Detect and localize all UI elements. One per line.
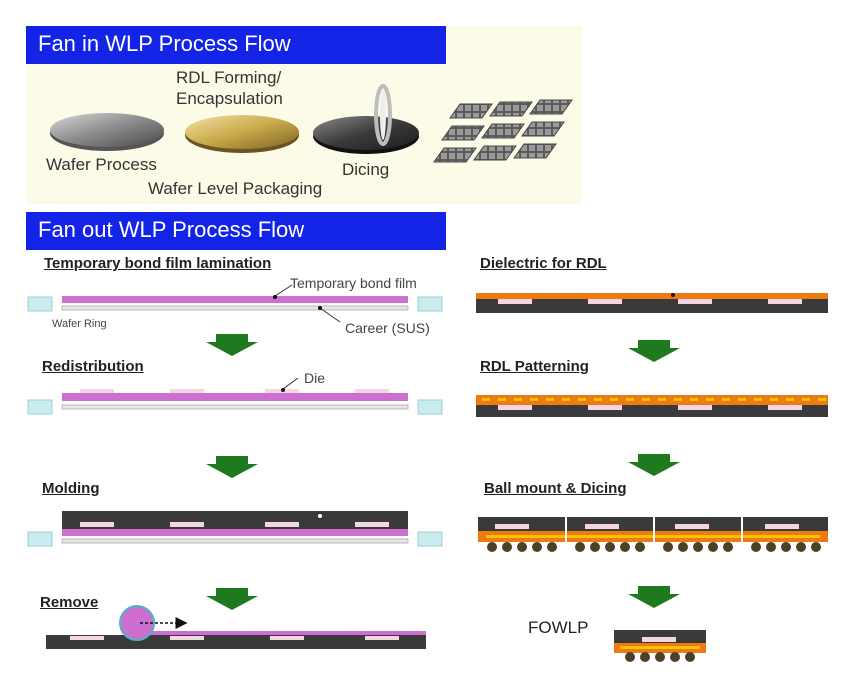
encapsulation-label: Encapsulation	[176, 89, 283, 108]
arrow-stem-r2	[638, 454, 670, 462]
temporary-bond-film-label: Temporary bond film	[290, 275, 417, 291]
arrow-down-r3	[628, 594, 680, 608]
rdl-patterning-diagram	[476, 395, 828, 417]
arrow-stem-3	[216, 588, 248, 596]
remove-diagram	[46, 605, 426, 649]
wafer-ring-right	[417, 296, 443, 312]
step-temporary-bond: Temporary bond film lamination	[44, 255, 272, 272]
step-redistribution: Redistribution	[42, 358, 144, 375]
arrow-stem-r1	[638, 340, 670, 348]
career-label: Career (SUS)	[345, 320, 430, 336]
wafer-process-label: Wafer Process	[46, 155, 157, 174]
dicing-wafer	[313, 84, 419, 154]
fan-in-title: Fan in WLP Process Flow	[26, 26, 446, 64]
arrow-stem-2	[216, 456, 248, 464]
fowlp-label: FOWLP	[528, 618, 589, 637]
temporary-bond-film	[62, 296, 408, 303]
arrow-down-r1	[628, 348, 680, 362]
fowlp-package	[614, 630, 706, 662]
arrow-stem-1	[216, 334, 248, 342]
wafer-process-wafer	[50, 113, 164, 151]
wafer-ring-left	[27, 296, 53, 312]
rdl-forming-label: RDL Forming/	[176, 68, 282, 87]
die-1	[80, 389, 114, 393]
redistribution-diagram	[27, 377, 443, 415]
solder-balls	[487, 542, 821, 552]
ball-mount-diagram	[478, 517, 828, 552]
die-label: Die	[304, 370, 326, 386]
temp-bond-diagram	[27, 284, 443, 323]
rdl-forming-wafer	[185, 115, 299, 153]
arrow-down-3	[206, 596, 258, 610]
peel-roller	[119, 605, 155, 641]
step-ball-mount: Ball mount & Dicing	[484, 480, 627, 497]
diced-chips	[433, 99, 573, 163]
career-sus	[61, 305, 409, 311]
die-4	[355, 389, 389, 393]
dielectric-diagram	[476, 293, 828, 313]
wafer-level-packaging-label: Wafer Level Packaging	[148, 179, 323, 198]
arrow-down-1	[206, 342, 258, 356]
step-remove: Remove	[40, 594, 99, 611]
fan-out-title: Fan out WLP Process Flow	[26, 212, 446, 250]
arrow-down-2	[206, 464, 258, 478]
arrow-down-r2	[628, 462, 680, 476]
die-2	[170, 389, 204, 393]
step-rdl-patterning: RDL Patterning	[480, 358, 589, 375]
step-dielectric: Dielectric for RDL	[480, 255, 607, 272]
step-molding: Molding	[42, 480, 100, 497]
rdl-traces	[482, 398, 826, 401]
arrow-stem-r3	[638, 586, 670, 594]
wafer-ring-label: Wafer Ring	[52, 318, 107, 330]
molding-diagram	[27, 511, 443, 547]
dicing-label: Dicing	[342, 160, 390, 179]
